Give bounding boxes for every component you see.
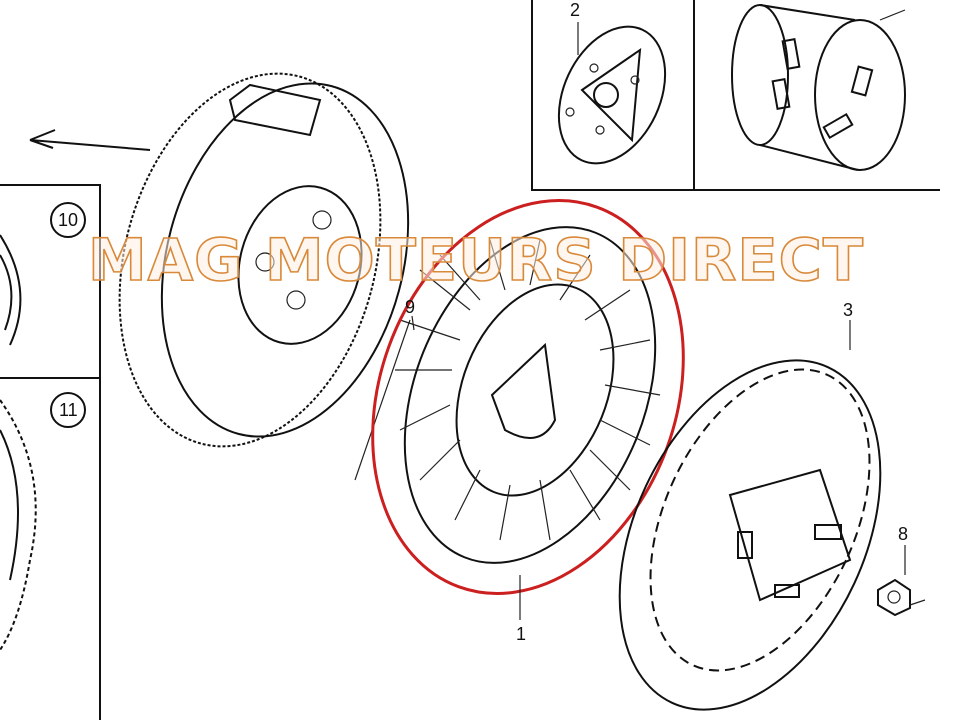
top-inset-frame xyxy=(531,0,940,191)
label-3: 3 xyxy=(843,300,853,320)
nut-part xyxy=(877,545,926,617)
label-11: 11 xyxy=(59,400,78,420)
fan-cup-part xyxy=(618,320,882,711)
left-inset-frame xyxy=(0,184,101,720)
cooling-fan-part xyxy=(354,226,661,564)
label-8: 8 xyxy=(898,524,908,544)
starter-cup-part xyxy=(731,4,906,171)
direction-arrow xyxy=(29,129,151,151)
label-2: 2 xyxy=(570,0,580,20)
label-1: 1 xyxy=(516,624,526,644)
watermark-text: MAG MOTEURS DIRECT xyxy=(88,226,864,294)
flywheel-part xyxy=(118,72,410,448)
leader-line-9 xyxy=(411,315,415,331)
cover-plate-part xyxy=(557,22,667,165)
label-9: 9 xyxy=(405,297,415,317)
label-10: 10 xyxy=(58,210,78,230)
